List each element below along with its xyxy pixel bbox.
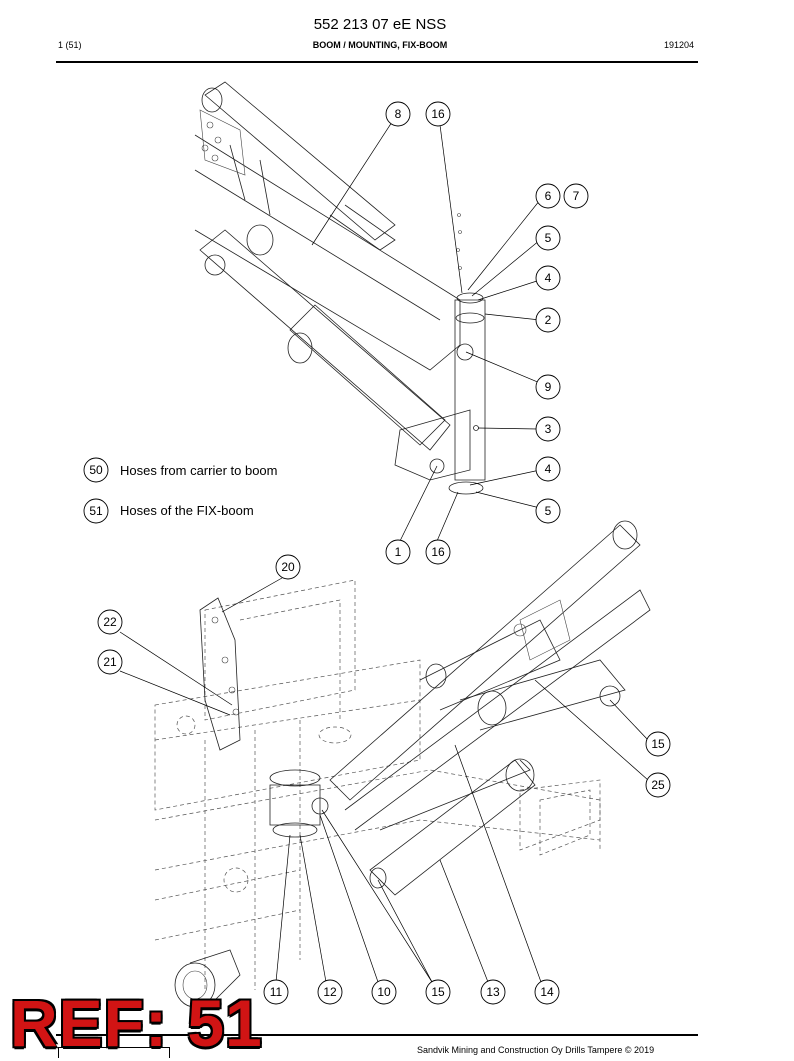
callout-6: 6 — [535, 183, 561, 209]
callout-25: 25 — [645, 772, 671, 798]
callout-5-bottom: 5 — [535, 498, 561, 524]
svg-text:16: 16 — [431, 545, 445, 559]
svg-text:8: 8 — [395, 107, 402, 121]
svg-text:14: 14 — [540, 985, 554, 999]
ref-stamp: REF: 51 — [10, 986, 263, 1060]
svg-text:4: 4 — [545, 271, 552, 285]
upper-boom-drawing — [194, 81, 486, 495]
callout-22: 22 — [97, 609, 123, 635]
callout-8: 8 — [385, 101, 411, 127]
svg-text:15: 15 — [651, 737, 665, 751]
svg-text:15: 15 — [431, 985, 445, 999]
svg-text:12: 12 — [323, 985, 337, 999]
svg-text:4: 4 — [545, 462, 552, 476]
svg-text:1: 1 — [395, 545, 402, 559]
leader-lines — [119, 121, 649, 983]
svg-text:3: 3 — [545, 422, 552, 436]
svg-text:25: 25 — [651, 778, 665, 792]
legend-callout-50: 50 — [83, 457, 109, 483]
svg-text:7: 7 — [573, 189, 580, 203]
svg-text:20: 20 — [281, 560, 295, 574]
callout-2: 2 — [535, 307, 561, 333]
header-rule — [56, 61, 698, 63]
callout-13: 13 — [480, 979, 506, 1005]
svg-text:22: 22 — [103, 615, 117, 629]
callout-16-top: 16 — [425, 101, 451, 127]
svg-text:6: 6 — [545, 189, 552, 203]
callout-20: 20 — [275, 554, 301, 580]
legend-callout-51: 51 — [83, 498, 109, 524]
section-title: BOOM / MOUNTING, FIX-BOOM — [312, 40, 448, 50]
legend-text-50: Hoses from carrier to boom — [120, 463, 278, 478]
callout-15-right: 15 — [645, 731, 671, 757]
document-title: 552 213 07 eE NSS — [313, 16, 447, 33]
callout-12: 12 — [317, 979, 343, 1005]
svg-text:2: 2 — [545, 313, 552, 327]
svg-text:51: 51 — [89, 504, 103, 518]
svg-text:50: 50 — [89, 463, 103, 477]
lower-frame-drawing — [154, 520, 651, 1008]
footer-copyright: Sandvik Mining and Construction Oy Drill… — [417, 1045, 655, 1055]
callout-15-bottom: 15 — [425, 979, 451, 1005]
svg-text:9: 9 — [545, 380, 552, 394]
callout-9: 9 — [535, 374, 561, 400]
callout-21: 21 — [97, 649, 123, 675]
svg-text:5: 5 — [545, 504, 552, 518]
footer-rule — [56, 1034, 698, 1036]
page-number: 1 (51) — [58, 40, 82, 50]
callout-3: 3 — [535, 416, 561, 442]
document-date: 191204 — [664, 40, 695, 50]
callout-14: 14 — [534, 979, 560, 1005]
callout-5-top: 5 — [535, 225, 561, 251]
callout-10: 10 — [371, 979, 397, 1005]
svg-text:21: 21 — [103, 655, 117, 669]
callout-7: 7 — [563, 183, 589, 209]
callout-16-bottom: 16 — [425, 539, 451, 565]
svg-text:5: 5 — [545, 231, 552, 245]
svg-text:10: 10 — [377, 985, 391, 999]
svg-text:13: 13 — [486, 985, 500, 999]
callout-4-top: 4 — [535, 265, 561, 291]
callout-1: 1 — [385, 539, 411, 565]
svg-text:11: 11 — [270, 985, 283, 999]
callout-11: 11 — [263, 979, 289, 1005]
legend-text-51: Hoses of the FIX-boom — [120, 503, 254, 518]
callout-4-bottom: 4 — [535, 456, 561, 482]
svg-text:16: 16 — [431, 107, 445, 121]
